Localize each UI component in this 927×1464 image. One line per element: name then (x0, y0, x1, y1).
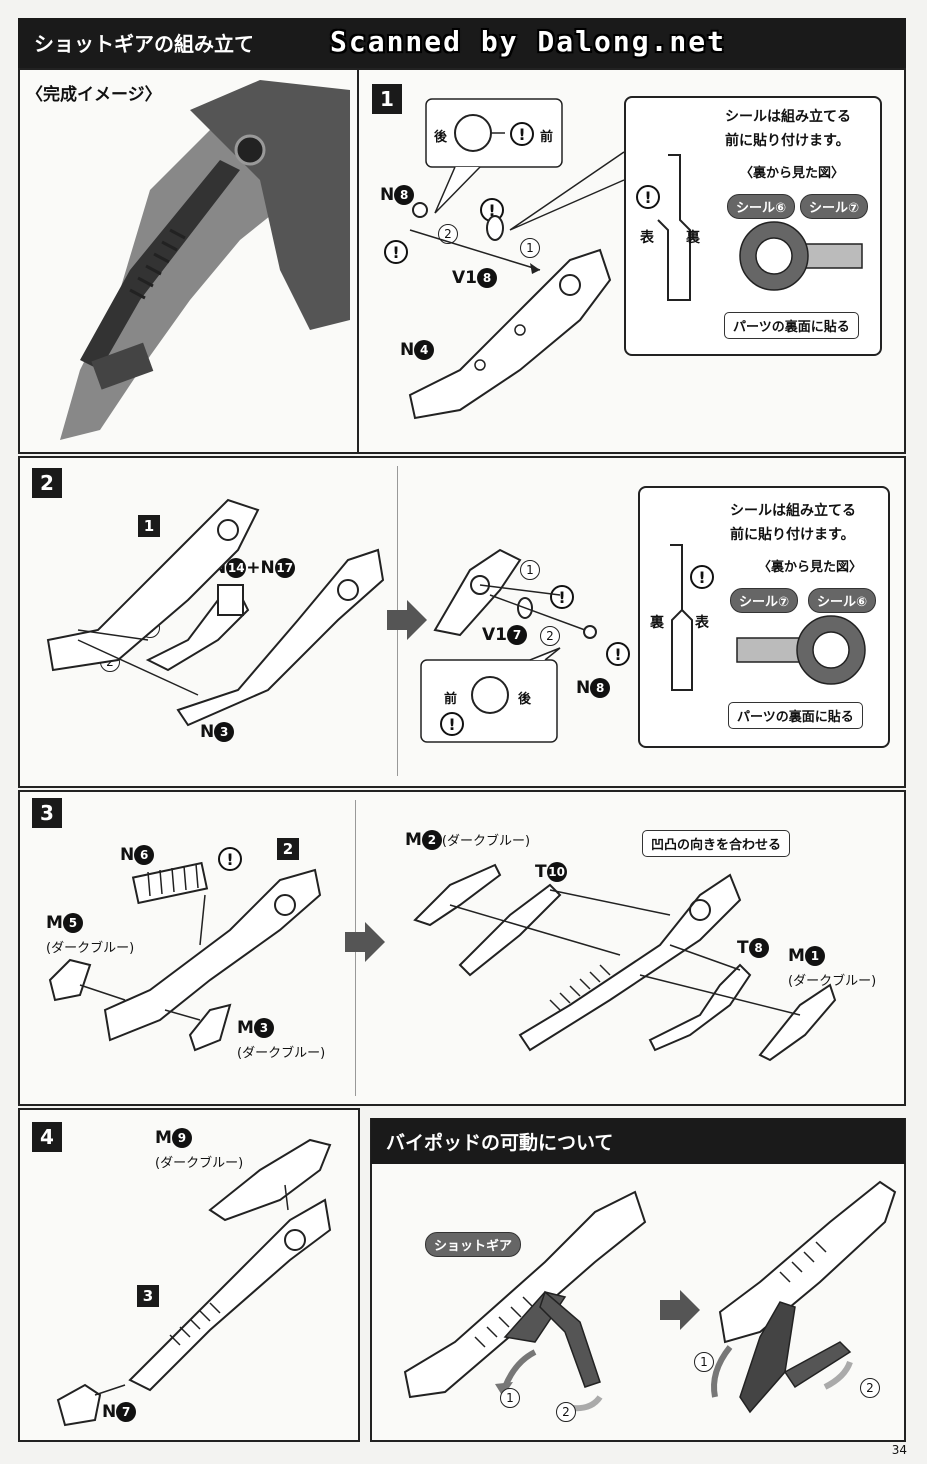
step4-m9-color: (ダークブルー) (155, 1156, 244, 1171)
step3-left-parts (48, 861, 322, 1052)
step2-sticker-note-2: 前に貼り付けます。 (730, 527, 855, 543)
step2-warn-2: ! (606, 642, 630, 666)
step3-m1-color: (ダークブルー) (788, 974, 877, 989)
step2-side-front: 表 (695, 615, 709, 631)
step4-parts (56, 1138, 332, 1427)
step2-apply-note: パーツの裏面に貼る (728, 702, 863, 729)
step1-sticker-note-1: シールは組み立てる (725, 109, 851, 125)
step3-number: 3 (32, 798, 62, 828)
step3-warn: ! (218, 847, 242, 871)
step2-ref-step: 1 (138, 515, 160, 537)
step1-hint-back: 後 (434, 130, 448, 145)
step1-sticker-a: シール⑥ (727, 194, 796, 219)
step2-order-2b: 2 (540, 626, 560, 646)
step1-hint-front: 前 (540, 130, 554, 145)
bipod-order-1a: 1 (500, 1388, 520, 1408)
step2-sticker-b: シール⑥ (808, 588, 877, 613)
bipod-shot-gear-label: ショットギア (425, 1232, 522, 1257)
bipod-order-2a: 2 (556, 1402, 576, 1422)
step2-hint-back: 後 (518, 692, 532, 707)
top-divider (357, 70, 359, 454)
step2-left-parts (46, 498, 385, 727)
step1-hint-warn: ! (510, 122, 534, 146)
step3-right-parts (413, 863, 837, 1062)
step1-sticker-diagram (739, 221, 863, 291)
step1-hint-bubble (425, 98, 563, 214)
step1-order-1: 1 (520, 238, 540, 258)
step3-m3-color: (ダークブルー) (237, 1046, 326, 1061)
bipod-right-figure (711, 1180, 897, 1414)
step2-hint-warn: ! (440, 712, 464, 736)
step1-side-diagram (657, 154, 691, 301)
step1-sticker-note-2: 前に貼り付けます。 (725, 133, 850, 149)
bipod-order-2b: 2 (860, 1378, 880, 1398)
completed-label: 〈完成イメージ〉 (26, 85, 162, 105)
step3-m5-color: (ダークブルー) (46, 941, 135, 956)
step3-align-note: 凹凸の向きを合わせる (642, 830, 791, 857)
bipod-big-arrow (660, 1290, 700, 1330)
step2-number: 2 (32, 468, 62, 498)
step1-side-front: 表 (640, 230, 654, 246)
step1-frame-part (408, 202, 612, 420)
step1-side-warn: ! (636, 185, 660, 209)
step3-ref-step: 2 (277, 838, 299, 860)
step1-apply-note: パーツの裏面に貼る (724, 312, 859, 339)
step4-number: 4 (32, 1122, 62, 1152)
step2-side-diagram (670, 544, 693, 691)
page-number: 34 (891, 1443, 907, 1457)
step2-order-1b: 1 (520, 560, 540, 580)
step2-sticker-diagram (736, 615, 866, 685)
completed-image (60, 80, 350, 440)
watermark-text: Scanned by Dalong.net (330, 25, 727, 58)
step1-warn-1: ! (384, 240, 408, 264)
step1-sticker-b: シール⑦ (800, 194, 869, 219)
bipod-left-figure (403, 1190, 647, 1412)
step3-big-arrow (345, 922, 385, 962)
bipod-title-bar (371, 1118, 905, 1164)
step2-side-warn: ! (690, 565, 714, 589)
step4-ref-step: 3 (137, 1285, 159, 1307)
step2-big-arrow (387, 600, 427, 640)
step1-bubble-tail (509, 151, 625, 231)
step1-side-back: 裏 (686, 230, 700, 246)
step2-right-parts (433, 548, 597, 639)
step1-order-2: 2 (438, 224, 458, 244)
header-bar (18, 18, 906, 70)
step1-number: 1 (372, 84, 402, 114)
step2-hint-front: 前 (444, 692, 458, 707)
step2-warn-1: ! (550, 585, 574, 609)
step2-side-back: 裏 (650, 615, 664, 631)
step2-view-label: 〈裏から見た図〉 (758, 560, 863, 575)
bipod-title: バイポッドの可動について (386, 1132, 614, 1154)
step1-view-label: 〈裏から見た図〉 (740, 166, 845, 181)
step2-sticker-note-1: シールは組み立てる (730, 503, 856, 519)
bipod-order-1b: 1 (694, 1352, 714, 1372)
page-title: ショットギアの組み立て (34, 32, 254, 56)
step2-sticker-a: シール⑦ (730, 588, 799, 613)
